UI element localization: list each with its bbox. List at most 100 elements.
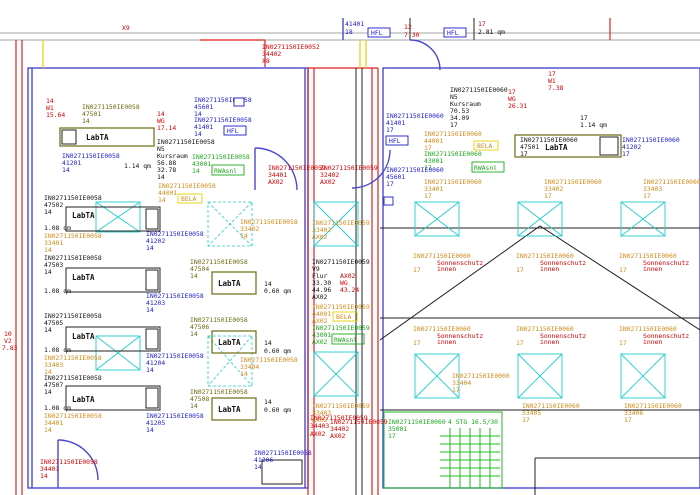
svg-text:14: 14 — [44, 326, 52, 334]
svg-text:IN0271150IE0058: IN0271150IE0058 — [190, 258, 248, 266]
svg-text:AX02: AX02 — [330, 432, 346, 440]
label-730-top: 7.30 — [404, 31, 420, 39]
svg-text:14: 14 — [264, 280, 272, 288]
svg-text:IN0271150IE0059: IN0271150IE0059 — [312, 219, 370, 227]
svg-text:1.08 qm: 1.08 qm — [44, 346, 71, 354]
svg-text:IN0271150IE0060: IN0271150IE0060 — [424, 150, 482, 158]
left-labta-n: 14 — [82, 117, 90, 125]
svg-text:1.08 qm: 1.08 qm — [44, 224, 71, 232]
bottom-left-num: 34401 — [40, 465, 59, 473]
center-room-ns: N5 — [157, 145, 165, 153]
svg-text:IN0271150IE0060: IN0271150IE0060 — [520, 136, 578, 144]
svg-text:43.24: 43.24 — [340, 286, 359, 294]
svg-text:AX02: AX02 — [312, 317, 328, 325]
svg-text:IN0271150IE0060: IN0271150IE0060 — [643, 178, 700, 186]
svg-text:innen: innen — [540, 338, 559, 346]
svg-text:33406: 33406 — [624, 409, 643, 417]
svg-text:0.60 qm: 0.60 qm — [264, 347, 291, 355]
svg-text:17: 17 — [580, 114, 588, 122]
svg-text:AX02: AX02 — [268, 178, 284, 186]
svg-text:LabTA: LabTA — [545, 143, 568, 152]
center-red-wg: WG — [157, 117, 165, 125]
svg-text:W1: W1 — [548, 77, 556, 85]
svg-text:LabTA: LabTA — [72, 273, 95, 282]
svg-text:7.38: 7.38 — [548, 84, 564, 92]
svg-text:14: 14 — [44, 368, 52, 376]
svg-text:1.08 qm: 1.08 qm — [44, 404, 71, 412]
mid-orange-code-2: IN0271150IE0058 — [240, 356, 298, 364]
stair — [383, 411, 503, 489]
svg-text:32402: 32402 — [320, 171, 339, 179]
hfl-tag-center: HFL — [227, 127, 239, 135]
svg-text:IN0271150IE0058: IN0271150IE0058 — [44, 374, 102, 382]
svg-text:LabTA: LabTA — [72, 332, 95, 341]
svg-text:AX02: AX02 — [340, 272, 356, 280]
svg-text:IN0271150IE0060: IN0271150IE0060 — [452, 372, 510, 380]
rwasn-label-center: RWAsnl — [214, 167, 237, 175]
center-n-1: 14 — [194, 110, 202, 118]
left-edge-c: 7.83 — [2, 344, 18, 352]
svg-text:LabTA: LabTA — [218, 338, 241, 347]
code-e0052: IN0271150IE0052 — [262, 43, 320, 51]
svg-text:WG: WG — [508, 95, 516, 103]
svg-text:17: 17 — [413, 266, 421, 274]
svg-text:Flur: Flur — [312, 272, 328, 280]
svg-text:17: 17 — [548, 70, 556, 78]
center-room-v2: 32.78 — [157, 166, 176, 174]
svg-text:IN0271150IE0060: IN0271150IE0060 — [522, 402, 580, 410]
svg-text:17: 17 — [450, 121, 458, 129]
svg-text:0.60 qm: 0.60 qm — [264, 287, 291, 295]
center-green-code: IN0271150IE0058 — [192, 153, 250, 161]
svg-text:17: 17 — [520, 150, 528, 158]
svg-text:LabTA: LabTA — [218, 405, 241, 414]
mid-row-1: IN0271150IE0058 47504 14 LabTA 14 0.60 q… — [190, 258, 291, 295]
svg-text:IN0271150IE0058: IN0271150IE0058 — [190, 316, 248, 324]
label-41401-top: 41401 — [345, 20, 364, 28]
svg-text:14: 14 — [44, 268, 52, 276]
svg-text:17: 17 — [522, 416, 530, 424]
svg-text:47505: 47505 — [44, 319, 63, 327]
code-34402: 34402 — [262, 50, 281, 58]
svg-text:14: 14 — [146, 244, 154, 252]
mid-row-2: IN0271150IE0058 47506 14 LabTA 14 0.60 q… — [190, 316, 291, 355]
svg-text:AX02: AX02 — [310, 430, 326, 438]
svg-text:34402: 34402 — [330, 425, 349, 433]
bottom-left-n: 14 — [40, 472, 48, 480]
left-row-1: IN0271150IE0058 47502 14 LabTA 1.08 qm I… — [44, 194, 204, 254]
svg-text:IN0271150IE0058: IN0271150IE0058 — [44, 412, 102, 420]
svg-text:IN0271150IE0060: IN0271150IE0060 — [624, 402, 682, 410]
svg-text:IN0271150IE0060: IN0271150IE0060 — [622, 136, 680, 144]
svg-text:26.31: 26.31 — [508, 102, 527, 110]
svg-text:17: 17 — [508, 88, 516, 96]
center-code-1: IN0271150IE0058 — [194, 96, 252, 104]
hfl-tag-top-1: HFL — [371, 29, 383, 37]
svg-text:44.96: 44.96 — [312, 286, 331, 294]
svg-text:17: 17 — [386, 180, 394, 188]
left-area: 1.14 qm — [124, 162, 151, 170]
svg-text:47502: 47502 — [44, 201, 63, 209]
svg-text:70.53: 70.53 — [450, 107, 469, 115]
svg-text:V9: V9 — [312, 265, 320, 273]
door-swings — [57, 39, 441, 488]
svg-text:33402: 33402 — [312, 226, 331, 234]
center-room-kurs: Kursraum — [157, 152, 188, 160]
center-n-2: 14 — [194, 130, 202, 138]
svg-text:35001: 35001 — [388, 425, 407, 433]
svg-text:IN0271150IE0058: IN0271150IE0058 — [44, 354, 102, 362]
svg-text:33.30: 33.30 — [312, 279, 331, 287]
center-room-v1: 56.88 — [157, 159, 176, 167]
svg-text:17: 17 — [619, 339, 627, 347]
svg-text:41204: 41204 — [146, 359, 165, 367]
svg-text:14: 14 — [146, 306, 154, 314]
labta-boxes — [59, 127, 622, 485]
center-orange-code: IN0271150IE0058 — [158, 182, 216, 190]
svg-text:IN0271150IE0060: IN0271150IE0060 — [413, 252, 471, 260]
center-room-code: IN0271150IE0058 — [157, 138, 215, 146]
svg-text:WG: WG — [340, 279, 348, 287]
center-green-n: 14 — [192, 167, 200, 175]
svg-text:44001: 44001 — [312, 310, 331, 318]
svg-text:IN0271150IE0058: IN0271150IE0058 — [190, 388, 248, 396]
center-num-1: 45601 — [194, 103, 213, 111]
svg-text:33402: 33402 — [544, 185, 563, 193]
svg-text:41202: 41202 — [146, 237, 165, 245]
